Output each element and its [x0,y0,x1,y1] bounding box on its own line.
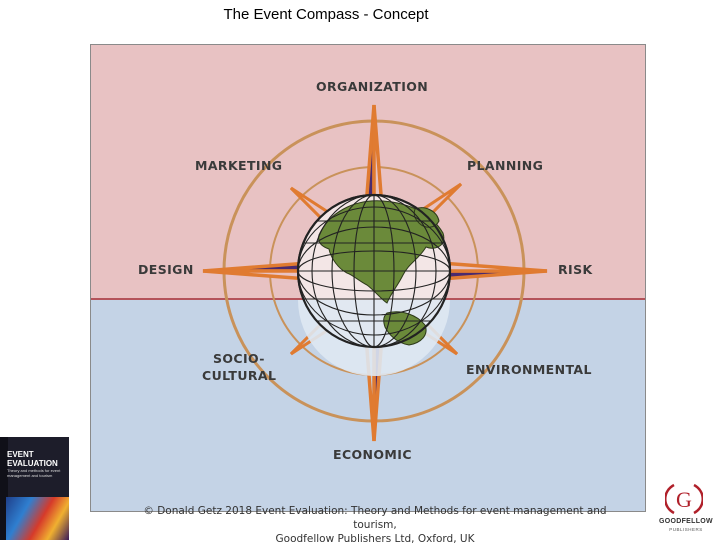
label-cultural: CULTURAL [202,368,277,383]
book-title-line-1: EVENT [7,450,34,459]
label-economic: ECONOMIC [333,447,412,462]
compass-graphic [202,104,548,442]
book-subtitle: Theory and methods for event management … [7,468,61,478]
book-spine [0,437,8,540]
label-marketing: MARKETING [195,158,283,173]
publisher-g-logo-icon: G [665,483,703,515]
book-title-line-2: EVALUATION [7,459,58,468]
book-cover-image: EVENT EVALUATION Theory and methods for … [0,437,69,540]
publisher-logo-letter: G [676,487,692,512]
credit-line-1: © Donald Getz 2018 Event Evaluation: The… [143,505,607,531]
publisher-name: GOODFELLOW [659,518,713,525]
publisher-tagline: PUBLISHERS [669,527,703,532]
label-design: DESIGN [138,262,194,277]
book-cover-art [6,497,69,540]
globe-icon [296,193,452,376]
credit-line-2: Goodfellow Publishers Ltd, Oxford, UK [275,533,475,545]
label-risk: RISK [558,262,593,277]
label-socio: SOCIO- [213,351,265,366]
label-environmental: ENVIRONMENTAL [466,362,592,377]
south-america-shape [383,311,427,346]
event-compass-diagram: ORGANIZATION MARKETING PLANNING DESIGN R… [90,44,646,512]
north-america-shape [318,200,445,304]
slide-title: The Event Compass - Concept [223,6,429,23]
label-planning: PLANNING [467,158,544,173]
label-organization: ORGANIZATION [316,79,429,94]
publisher-logo: G GOODFELLOW PUBLISHERS [652,478,720,538]
